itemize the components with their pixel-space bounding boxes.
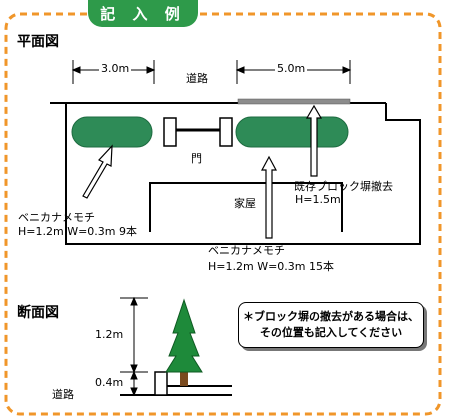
block-wall-label: 既存ブロック塀撤去 bbox=[294, 180, 393, 193]
gate-label: 門 bbox=[191, 152, 202, 165]
arrow-to-left-hedge bbox=[82, 144, 113, 199]
section-dimension bbox=[120, 296, 232, 397]
road-label-section: 道路 bbox=[52, 388, 74, 401]
gate bbox=[163, 117, 233, 147]
section-view-heading: 断面図 bbox=[17, 305, 59, 321]
hedge-left-name: ベニカナメモチ bbox=[18, 211, 95, 224]
frame-border bbox=[4, 12, 442, 416]
hedge-right-name: ベニカナメモチ bbox=[208, 244, 285, 257]
hedge-left-spec: H=1.2m W=0.3m 9本 bbox=[18, 225, 137, 238]
house-outline bbox=[149, 182, 343, 232]
section-block-wall bbox=[154, 371, 168, 396]
hedge-left bbox=[71, 116, 153, 148]
plan-view-heading: 平面図 bbox=[17, 34, 59, 50]
title-tab: 記 入 例 bbox=[88, 0, 198, 27]
road-label-plan: 道路 bbox=[186, 72, 208, 85]
height-lower-label: 0.4m bbox=[95, 376, 124, 389]
dimension-right-label: 5.0m bbox=[275, 62, 308, 75]
dimension-left-label: 3.0m bbox=[99, 62, 132, 75]
tree-icon bbox=[165, 298, 203, 373]
note-line-1: ＊ブロック塀の撤去がある場合は、 bbox=[243, 310, 419, 323]
hedge-right-spec: H=1.2m W=0.3m 15本 bbox=[208, 260, 334, 273]
tree-trunk bbox=[180, 368, 188, 386]
note-line-2: その位置も記入してください bbox=[259, 326, 403, 339]
arrow-to-right-hedge bbox=[260, 155, 278, 239]
note-box: ＊ブロック塀の撤去がある場合は、 その位置も記入してください bbox=[238, 302, 424, 348]
height-upper-label: 1.2m bbox=[95, 328, 124, 341]
hedge-right bbox=[235, 116, 349, 148]
arrow-to-block-wall bbox=[305, 104, 323, 177]
house-label: 家屋 bbox=[234, 197, 256, 210]
existing-block-wall bbox=[237, 98, 351, 105]
property-boundary bbox=[65, 103, 421, 245]
block-wall-height: H=1.5m bbox=[295, 193, 341, 206]
